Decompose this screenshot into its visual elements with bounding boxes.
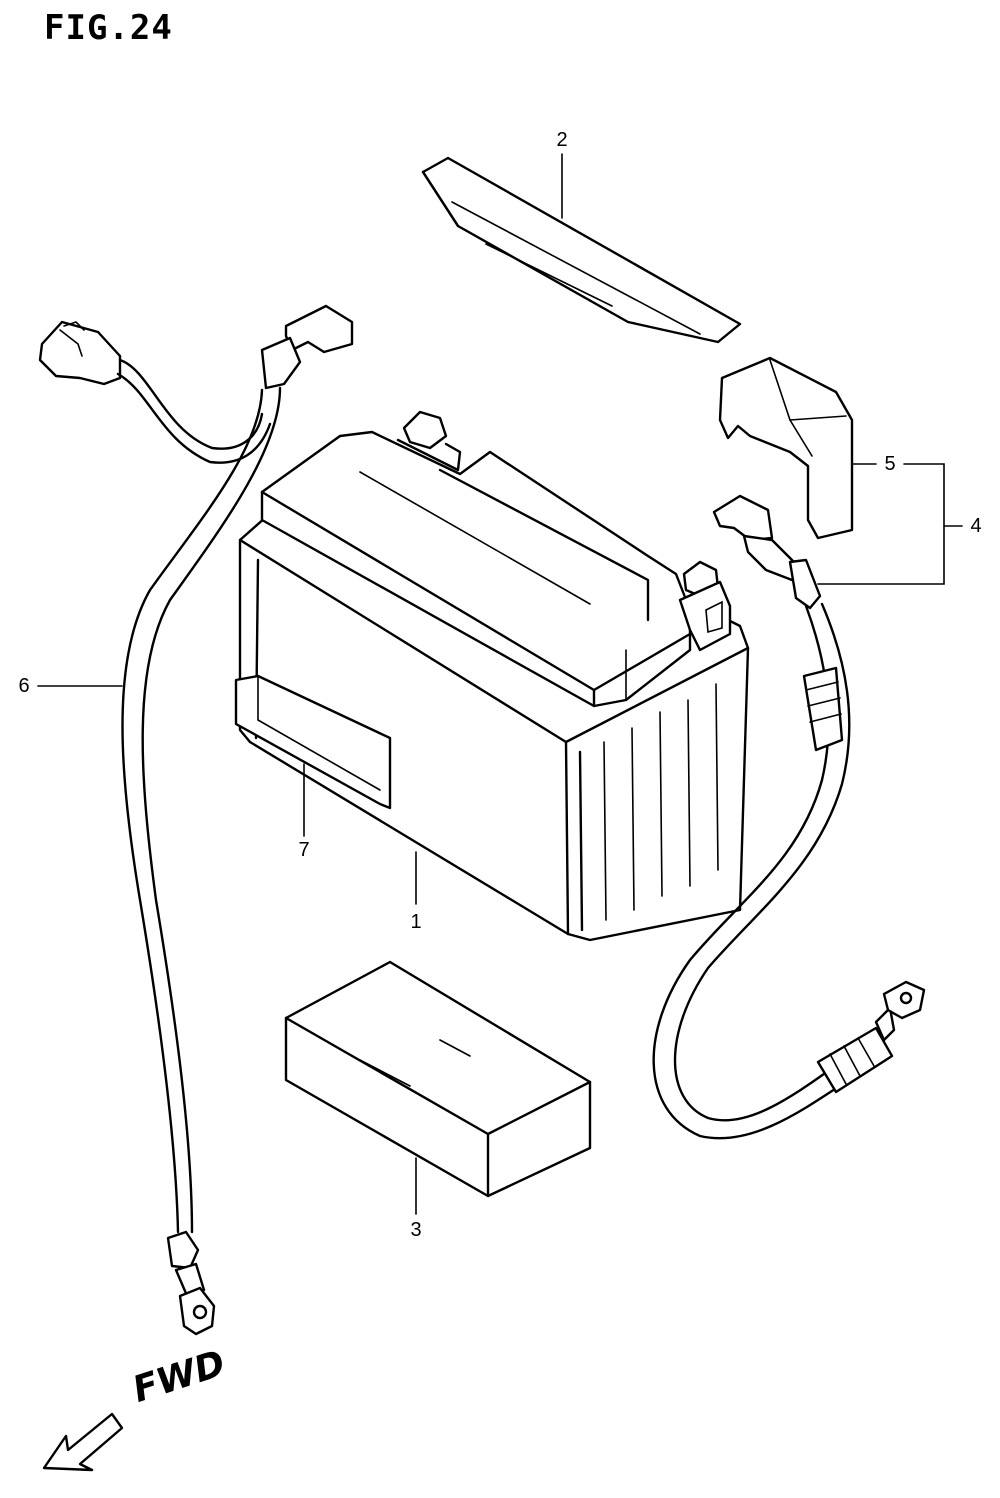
callout-5: 5 — [884, 453, 896, 475]
callout-3: 3 — [410, 1219, 422, 1241]
terminal-cover-drawing — [718, 356, 854, 540]
callout-1: 1 — [410, 911, 422, 933]
figure-title: FIG.24 — [44, 8, 173, 48]
leader-lines — [37, 153, 963, 1215]
fwd-arrow-icon — [42, 1412, 124, 1472]
battery-drawing — [238, 410, 750, 942]
callout-4: 4 — [970, 515, 982, 537]
battery-label-drawing — [234, 674, 392, 810]
negative-lead-drawing — [38, 304, 354, 1336]
top-plate-drawing — [421, 156, 742, 344]
callout-7: 7 — [298, 839, 310, 861]
positive-lead-drawing — [652, 494, 926, 1140]
callout-6: 6 — [18, 675, 30, 697]
battery-cushion-drawing — [284, 960, 592, 1198]
callout-2: 2 — [556, 129, 568, 151]
